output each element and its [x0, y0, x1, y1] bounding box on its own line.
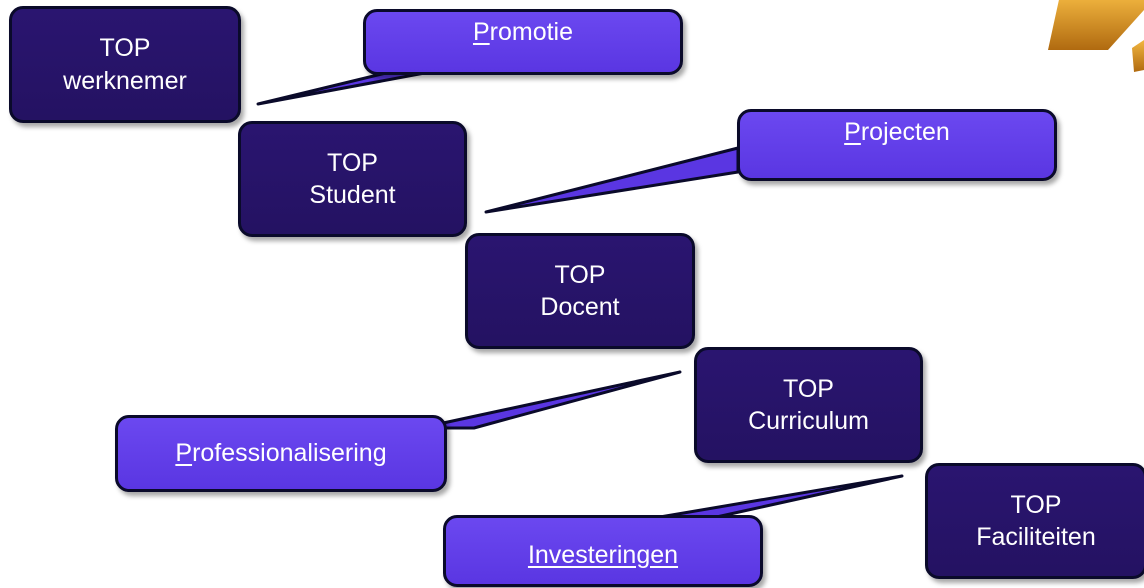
top-curriculum-line1: TOP [783, 374, 834, 403]
top-faciliteiten-line1: TOP [1010, 490, 1062, 519]
promotie-callout-tail [256, 70, 432, 106]
professionalisering-callout-tail [418, 370, 682, 430]
top-docent-line2: Docent [540, 293, 620, 321]
gold-corner-decoration [1048, 0, 1144, 50]
investeringen-callout: Investeringen [443, 515, 763, 587]
top-docent-box: TOP Docent [465, 233, 695, 349]
top-docent-line1: TOP [554, 260, 606, 289]
top-werknemer-line1: TOP [99, 34, 151, 62]
investeringen-callout-tail [652, 474, 904, 520]
professionalisering-callout: Professionalisering [115, 415, 447, 492]
top-werknemer-line2: werknemer [63, 66, 187, 95]
projecten-label: Projecten [844, 118, 950, 146]
top-faciliteiten-line2: Faciliteiten [976, 523, 1096, 551]
professionalisering-label: Professionalisering [175, 439, 387, 468]
gold-corner-fragment [1132, 40, 1144, 72]
top-faciliteiten-box: TOP Faciliteiten [925, 463, 1144, 579]
promotie-callout: Promotie [363, 9, 683, 75]
top-werknemer-box: TOP werknemer [9, 6, 241, 123]
top-student-line1: TOP [327, 148, 378, 177]
top-student-line2: Student [309, 181, 396, 209]
promotie-label: Promotie [472, 18, 574, 46]
projecten-callout-tail [484, 146, 740, 214]
investeringen-label: Investeringen [527, 540, 679, 569]
projecten-callout: Projecten [737, 109, 1057, 181]
top-curriculum-box: TOP Curriculum [694, 347, 923, 463]
top-curriculum-line2: Curriculum [748, 407, 869, 435]
top-student-box: TOP Student [238, 121, 467, 237]
